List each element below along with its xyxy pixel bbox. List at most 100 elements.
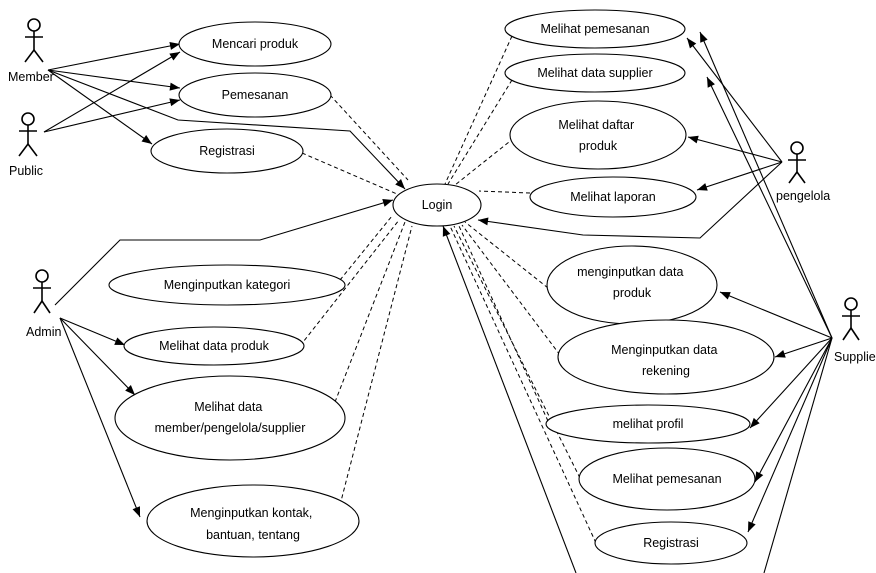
include-dashed-line	[334, 221, 406, 403]
association-arrow	[54, 199, 394, 306]
association-arrow	[47, 69, 406, 190]
association-arrow	[706, 76, 833, 339]
actor-label: Supplie	[834, 350, 876, 364]
arrowhead	[750, 417, 760, 428]
actor-public: Public	[9, 112, 43, 178]
actor-label: Admin	[26, 325, 61, 339]
arrowhead	[478, 217, 489, 226]
stick-figure-icon	[33, 269, 51, 314]
association-arrow	[43, 99, 181, 133]
stick-figure-icon	[18, 112, 38, 157]
include-dashed-line	[301, 152, 398, 195]
use-case-label: Melihat pemesanan	[612, 472, 721, 486]
association-arrow	[442, 225, 577, 573]
use-case-melihat-data-supplier: Melihat data supplier	[504, 53, 686, 93]
use-case-menginputkan-kontak: Menginputkan kontak, bantuan, tentang	[146, 484, 360, 558]
arrowhead	[132, 506, 140, 517]
use-case-label: melihat profil	[613, 417, 684, 431]
association-arrow	[47, 43, 181, 71]
connectors	[43, 31, 833, 573]
association-arrow	[719, 291, 833, 339]
association-arrow	[774, 337, 833, 358]
actor-member: Member	[8, 18, 54, 84]
arrowhead	[169, 98, 180, 107]
association-arrow	[47, 69, 153, 145]
use-case-melihat-data-produk: Melihat data produk	[123, 326, 305, 366]
association-arrow	[747, 337, 833, 533]
include-dashed-line	[447, 79, 513, 185]
include-dashed-line	[299, 219, 400, 347]
stick-figure-icon	[842, 297, 860, 341]
arrowhead	[382, 199, 393, 207]
include-dashed-line	[339, 225, 413, 506]
include-dashed-line	[464, 221, 549, 289]
include-dashed-line	[449, 225, 597, 544]
arrowhead	[775, 350, 786, 358]
actor-label: Member	[8, 70, 54, 84]
actor-supplier: Supplie	[834, 297, 876, 364]
arrowhead	[125, 385, 135, 395]
include-dashed-line	[444, 35, 513, 185]
use-case-label: Melihat laporan	[570, 190, 656, 204]
association-arrow	[699, 31, 833, 339]
use-case-menginputkan-kategori: Menginputkan kategori	[108, 264, 346, 306]
use-case-label: Melihat data member/pengelola/supplier	[155, 400, 306, 435]
use-case-label: Melihat pemesanan	[540, 22, 649, 36]
association-arrow	[59, 317, 136, 396]
arrowhead	[720, 292, 731, 300]
use-case-label: Mencari produk	[212, 37, 299, 51]
use-case-melihat-laporan: Melihat laporan	[529, 176, 697, 218]
use-case-label: menginputkan data produk	[577, 265, 687, 300]
include-dashed-line	[339, 215, 393, 281]
association-arrow	[686, 37, 783, 163]
use-case-label: Melihat daftar produk	[558, 118, 637, 153]
use-case-registrasi-supplier: Registrasi	[594, 521, 748, 565]
association-arrow	[687, 136, 783, 163]
association-line	[763, 337, 833, 573]
include-dashed-line	[454, 137, 515, 186]
use-case-registrasi: Registrasi	[150, 128, 304, 174]
actor-admin: Admin	[26, 269, 61, 339]
use-case-label: Melihat data supplier	[537, 66, 652, 80]
arrowhead	[442, 226, 451, 237]
arrowhead	[169, 82, 180, 91]
arrowhead	[755, 471, 764, 482]
use-case-login: Login	[392, 183, 482, 227]
use-case-melihat-daftar-produk: Melihat daftar produk	[509, 100, 687, 170]
actor-label: Public	[9, 164, 43, 178]
include-dashed-line	[329, 94, 409, 181]
use-case-pemesanan: Pemesanan	[178, 72, 332, 118]
association-arrow	[477, 161, 783, 239]
arrowhead	[169, 42, 180, 50]
association-arrow	[696, 161, 783, 191]
stick-figure-icon	[24, 18, 44, 63]
use-case-label: Menginputkan kontak, bantuan, tentang	[190, 506, 316, 542]
use-case-label: Menginputkan data rekening	[611, 343, 721, 378]
association-arrow	[43, 51, 181, 133]
include-dashed-line	[461, 224, 561, 356]
use-case-melihat-pemesanan-pengelola: Melihat pemesanan	[504, 9, 686, 49]
arrowhead	[688, 135, 699, 144]
actor-pengelola: pengelola	[776, 141, 830, 203]
arrowhead	[700, 32, 708, 43]
use-case-melihat-pemesanan-supplier: Melihat pemesanan	[578, 447, 756, 511]
use-case-mencari-produk: Mencari produk	[178, 21, 332, 67]
use-case-label: Pemesanan	[222, 88, 289, 102]
arrowhead	[395, 178, 405, 189]
use-case-melihat-data-member: Melihat data member/pengelola/supplier	[114, 375, 346, 461]
use-case-label: Melihat data produk	[159, 339, 270, 353]
use-case-melihat-profil: melihat profil	[545, 404, 751, 444]
arrowhead	[169, 52, 180, 61]
stick-figure-icon	[788, 141, 806, 184]
arrowhead	[707, 77, 715, 88]
use-case-label: Login	[422, 198, 453, 212]
use-case-label: Menginputkan kategori	[164, 278, 290, 292]
arrowhead	[114, 337, 125, 345]
association-arrow	[749, 337, 833, 429]
use-case-menginputkan-data-produk: menginputkan data produk	[546, 245, 718, 325]
include-dashed-line	[478, 190, 531, 194]
association-arrow	[754, 337, 833, 483]
association-arrow	[59, 317, 126, 346]
